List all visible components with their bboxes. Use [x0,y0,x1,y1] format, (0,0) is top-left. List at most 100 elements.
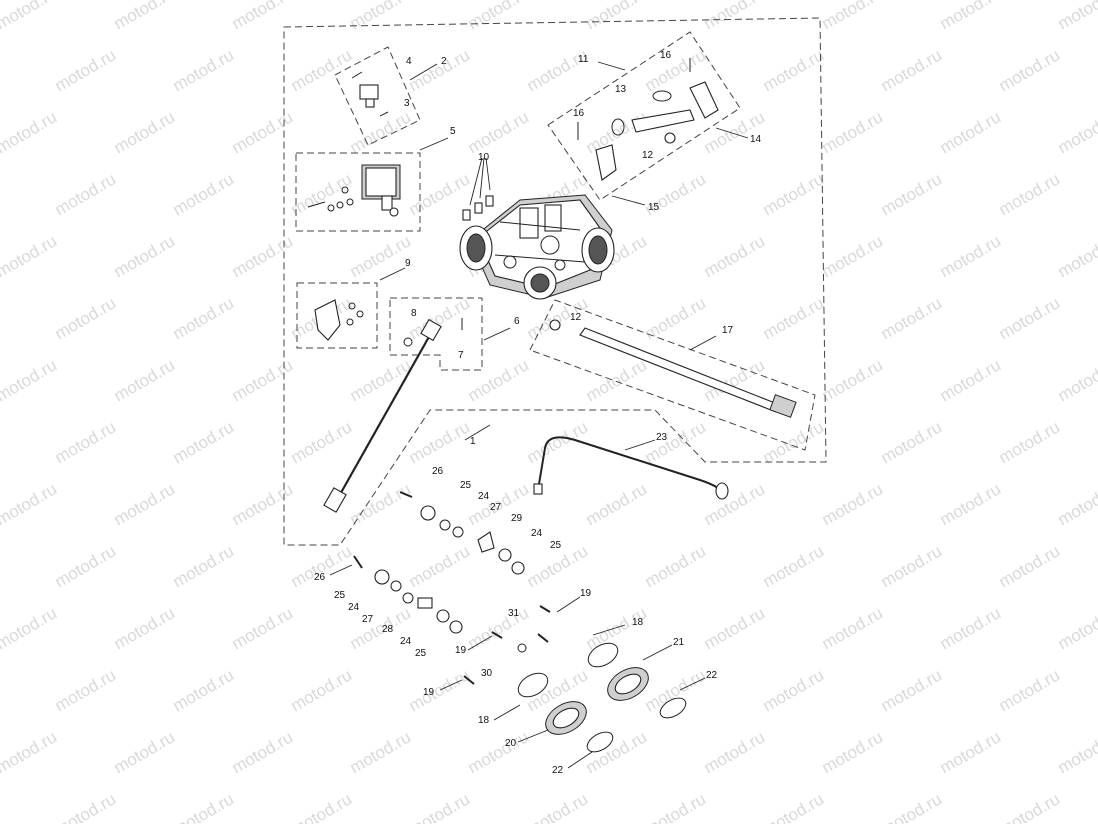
watermark-text: motod.ru [819,231,887,281]
watermark-text: motod.ru [819,107,887,157]
callout-c29: 29 [511,513,523,524]
sensor-cable [323,318,463,513]
callout-c22b: 22 [552,765,564,776]
watermark-text: motod.ru [347,0,415,33]
watermark-text: motod.ru [465,727,533,777]
hose-group-box [547,31,741,201]
callout-c28: 28 [382,624,394,635]
watermark-text: motod.ru [1055,0,1098,33]
callout-c24c: 24 [348,602,360,613]
callout-c4: 4 [406,56,412,67]
watermark-text: motod.ru [524,789,592,824]
watermark-text: motod.ru [642,417,710,467]
callout-c8: 8 [411,308,417,319]
watermark-text: motod.ru [1055,603,1098,653]
watermark-text: motod.ru [406,45,474,95]
watermark-text: motod.ru [0,293,1,343]
watermark-text: motod.ru [170,417,238,467]
callout-c19b: 19 [455,645,467,656]
watermark-text: motod.ru [583,107,651,157]
callout-c24a: 24 [478,491,490,502]
watermark-text: motod.ru [406,789,474,824]
callout-c14: 14 [750,134,762,145]
watermark-text: motod.ru [0,169,1,219]
watermark-text: motod.ru [996,169,1064,219]
watermark-text: motod.ru [288,417,356,467]
watermark-text: motod.ru [701,603,769,653]
fuel-rail [549,319,797,418]
watermark-text: motod.ru [583,727,651,777]
watermark-text: motod.ru [288,169,356,219]
watermark-text: motod.ru [642,541,710,591]
watermark-text: motod.ru [819,0,887,33]
watermark-text: motod.ru [760,169,828,219]
watermark-text: motod.ru [170,789,238,824]
hose-parts [462,58,719,221]
watermark-text: motod.ru [170,169,238,219]
watermark-text: motod.ru [760,665,828,715]
watermark-text: motod.ru [111,0,179,33]
group-boxes [283,17,827,546]
callout-c31: 31 [508,608,520,619]
bracket [314,299,364,341]
watermark-text: motod.ru [1055,231,1098,281]
watermark-text: motod.ru [878,45,946,95]
callout-c12a: 12 [642,150,654,161]
watermark-text: motod.ru [229,0,297,33]
fuel-hose [533,436,729,500]
watermark-text: motod.ru [347,231,415,281]
watermark-text: motod.ru [111,231,179,281]
watermark-text: motod.ru [229,479,297,529]
callout-c19a: 19 [580,588,592,599]
callout-c25c: 25 [334,590,346,601]
watermark-text: motod.ru [937,107,1005,157]
watermark-text: motod.ru [996,45,1064,95]
watermark-text: motod.ru [170,45,238,95]
watermark-text: motod.ru [0,45,1,95]
callout-c19c: 19 [423,687,435,698]
cable-group-box [389,297,483,371]
watermark-text: motod.ru [937,0,1005,33]
watermark-text: motod.ru [819,479,887,529]
watermark-text: motod.ru [878,417,946,467]
watermark-text: motod.ru [937,479,1005,529]
callout-c25a: 25 [460,480,472,491]
bracket-group-box [296,282,378,349]
watermark-text: motod.ru [760,45,828,95]
stepper-motor [307,164,401,217]
watermark-text: motod.ru [819,355,887,405]
callout-c20: 20 [505,738,517,749]
watermark-text: motod.ru [1055,355,1098,405]
watermark-text: motod.ru [583,355,651,405]
watermark-text: motod.ru [1055,479,1098,529]
callout-c16b: 16 [573,108,585,119]
callout-c9: 9 [405,258,411,269]
watermark-text: motod.ru [0,417,1,467]
watermark-text: motod.ru [0,107,60,157]
fixing-parts [353,491,551,685]
watermark-text: motod.ru [465,355,533,405]
leader-lines [329,61,749,769]
watermark-text: motod.ru [111,603,179,653]
watermark-text: motod.ru [642,293,710,343]
callout-c24b: 24 [531,528,543,539]
watermark-text: motod.ru [52,169,120,219]
callout-c18a: 18 [632,617,644,628]
callout-c25b: 25 [550,540,562,551]
watermark-text: motod.ru [170,541,238,591]
watermark-text: motod.ru [111,727,179,777]
watermark-text: motod.ru [111,355,179,405]
watermark-text: motod.ru [1055,107,1098,157]
watermark-text: motod.ru [465,0,533,33]
injector-group-box [334,46,421,146]
watermark-text: motod.ru [701,0,769,33]
watermark-text: motod.ru [347,727,415,777]
watermark-text: motod.ru [878,789,946,824]
watermark-text: motod.ru [760,293,828,343]
watermark-text: motod.ru [229,107,297,157]
watermark-text: motod.ru [937,355,1005,405]
watermark-text: motod.ru [229,231,297,281]
callout-c15: 15 [648,202,660,213]
watermark-text: motod.ru [642,665,710,715]
